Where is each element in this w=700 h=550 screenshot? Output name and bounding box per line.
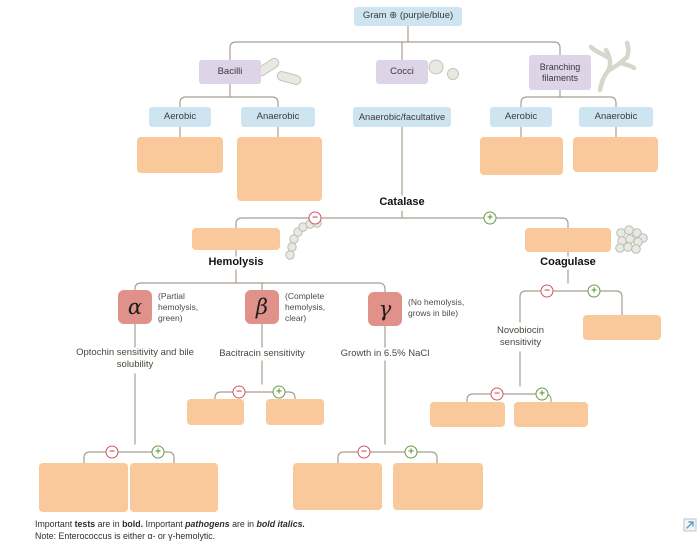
answer-box-catalase-negative[interactable]: [192, 228, 280, 250]
cocci-spheres-icon: [428, 59, 459, 80]
answer-box-nacl-negative[interactable]: [293, 463, 382, 510]
expand-icon[interactable]: [683, 518, 697, 532]
answer-box-optochin-negative[interactable]: [39, 463, 128, 512]
alpha-hemolysis-box: α: [118, 290, 152, 324]
footnote-enterococcus: Note: Enterococcus is either α- or γ-hem…: [35, 531, 216, 541]
strep-chain-icon: [285, 218, 322, 260]
alpha-hemolysis-note: (Partial hemolysis, green): [158, 291, 199, 324]
hemolysis-label: Hemolysis: [208, 256, 264, 268]
footnote-seg: bold italics.: [256, 519, 305, 529]
footnote-seg: pathogens: [185, 519, 230, 529]
answer-box-optochin-positive[interactable]: [130, 463, 218, 512]
nacl-minus-icon: −: [357, 445, 371, 459]
footnote-legend: Important tests are in bold. Important p…: [35, 519, 305, 529]
cocci-box: Cocci: [376, 60, 428, 84]
answer-box-branching-anaerobic[interactable]: [573, 137, 658, 172]
answer-box-bacilli-aerobic[interactable]: [137, 137, 223, 173]
answer-box-branching-aerobic[interactable]: [480, 137, 563, 175]
answer-box-novobiocin-positive[interactable]: [514, 402, 588, 427]
optochin-minus-icon: −: [105, 445, 119, 459]
branching-anaerobic-box: Anaerobic: [579, 107, 653, 127]
footnote-seg: bold.: [122, 519, 144, 529]
nacl-label: Growth in 6.5% NaCl: [340, 348, 430, 359]
bacitracin-minus-icon: −: [232, 385, 246, 399]
catalase-label: Catalase: [379, 196, 425, 208]
beta-hemolysis-note: (Complete hemolysis, clear): [285, 291, 326, 324]
staph-cluster-icon: [615, 225, 648, 254]
gamma-hemolysis-note: (No hemolysis, grows in bile): [408, 297, 465, 319]
novobiocin-minus-icon: −: [490, 387, 504, 401]
bacitracin-label: Bacitracin sensitivity: [219, 348, 305, 359]
footnote-seg: are in: [95, 519, 123, 529]
bacilli-rod-icon: [256, 57, 302, 85]
gamma-hemolysis-box: γ: [368, 292, 402, 326]
footnote-seg: Important: [35, 519, 75, 529]
optochin-plus-icon: +: [151, 445, 165, 459]
coagulase-plus-icon: +: [587, 284, 601, 298]
bacitracin-plus-icon: +: [272, 385, 286, 399]
bacilli-box: Bacilli: [199, 60, 261, 84]
beta-hemolysis-box: β: [245, 290, 279, 324]
catalase-minus-icon: −: [308, 211, 322, 225]
footnote-seg: Important: [143, 519, 186, 529]
bacilli-anaerobic-box: Anaerobic: [241, 107, 315, 127]
gram-positive-box: Gram ⊕ (purple/blue): [354, 7, 462, 26]
footnote-seg: tests: [74, 519, 96, 529]
nacl-plus-icon: +: [404, 445, 418, 459]
answer-box-nacl-positive[interactable]: [393, 463, 483, 510]
cocci-anaerobic-facultative-box: Anaerobic/facultative: [353, 107, 451, 127]
coagulase-label: Coagulase: [540, 256, 596, 268]
optochin-label: Optochin sensitivity and bile solubility: [76, 347, 194, 370]
branching-filaments-box: Branching filaments: [529, 55, 591, 90]
novobiocin-plus-icon: +: [535, 387, 549, 401]
answer-box-bacitracin-positive[interactable]: [266, 399, 324, 425]
answer-box-catalase-positive[interactable]: [525, 228, 611, 252]
branching-aerobic-box: Aerobic: [490, 107, 552, 127]
bacilli-aerobic-box: Aerobic: [149, 107, 211, 127]
novobiocin-label: Novobiocin sensitivity: [497, 325, 544, 348]
answer-box-bacitracin-negative[interactable]: [187, 399, 244, 425]
branching-filaments-icon: [588, 40, 637, 93]
answer-box-novobiocin-negative[interactable]: [430, 402, 505, 427]
answer-box-bacilli-anaerobic[interactable]: [237, 137, 322, 201]
answer-box-coagulase-positive[interactable]: [583, 315, 661, 340]
catalase-plus-icon: +: [483, 211, 497, 225]
coagulase-minus-icon: −: [540, 284, 554, 298]
footnote-seg: are in: [229, 519, 257, 529]
